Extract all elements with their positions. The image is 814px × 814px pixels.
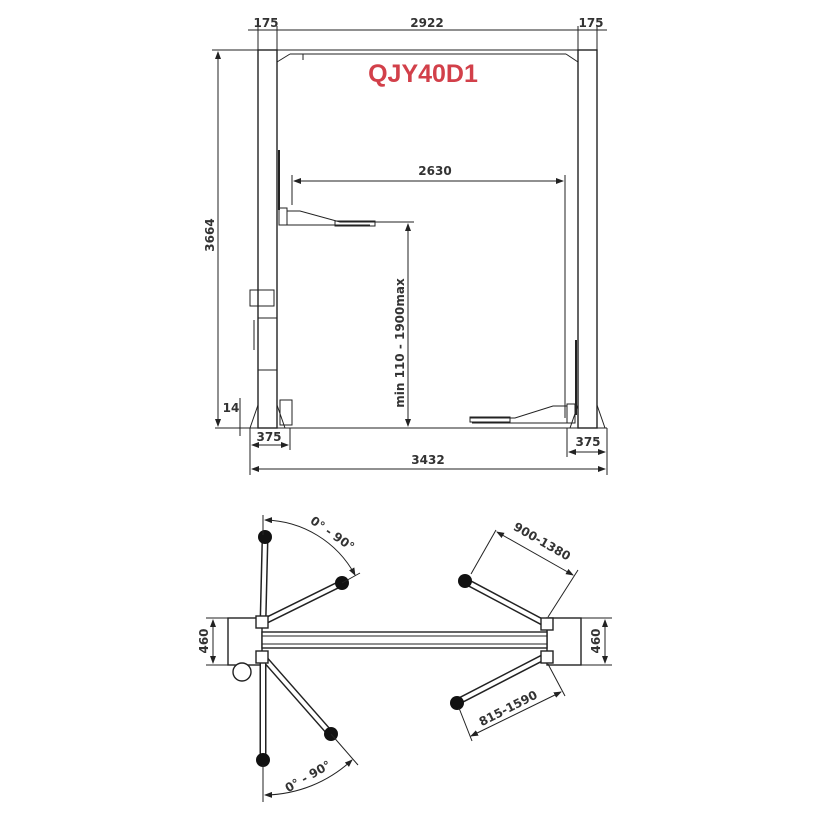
front-view: QJY40D1	[203, 16, 608, 475]
dim-175-left: 175	[253, 16, 278, 30]
lift-pads	[256, 530, 472, 767]
dim-375-right: 375	[575, 435, 600, 449]
left-column	[257, 49, 278, 429]
arms	[259, 536, 550, 762]
hydraulic-cylinder	[257, 317, 278, 371]
dim-3432: 3432	[411, 453, 444, 467]
dim-14: 14	[223, 401, 240, 415]
dim-2630: 2630	[418, 164, 451, 178]
right-column	[577, 49, 598, 429]
dim-2922: 2922	[410, 16, 443, 30]
left-motor	[279, 399, 293, 426]
dim-460-right: 460	[589, 628, 603, 653]
motor	[232, 662, 252, 682]
dim-3664: 3664	[203, 218, 217, 251]
top-view: 460 460 0° - 90° 0° - 90° 900-1380 815-1…	[197, 514, 612, 802]
crossbeam	[261, 631, 548, 649]
swing-angle-bottom: 0° - 90°	[283, 758, 334, 795]
model-title: QJY40D1	[368, 60, 478, 88]
dim-175-right: 175	[578, 16, 603, 30]
right-lift-arm	[469, 403, 576, 424]
dim-460-left: 460	[197, 628, 211, 653]
left-lift-arm	[278, 207, 376, 227]
dim-long-arm: 815-1590	[477, 688, 540, 729]
top-beam	[276, 49, 579, 63]
dim-short-arm: 900-1380	[511, 520, 573, 564]
dim-375-left: 375	[256, 430, 281, 444]
power-unit	[249, 289, 275, 307]
left-base	[249, 404, 286, 429]
dim-lift-height: min 110 - 1900max	[393, 278, 407, 408]
